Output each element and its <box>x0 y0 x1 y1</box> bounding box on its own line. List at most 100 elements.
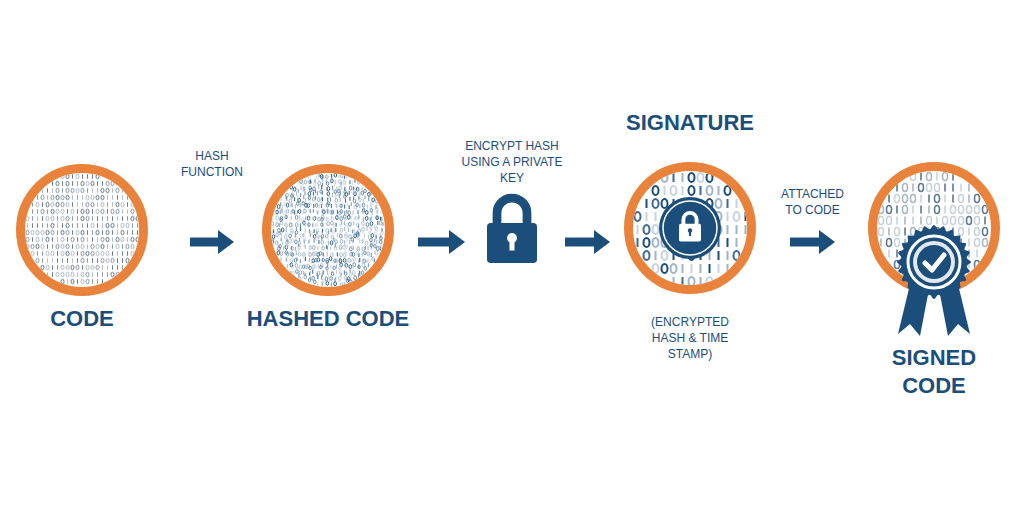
binary-digit <box>51 209 54 214</box>
binary-digit <box>126 244 129 249</box>
binary-digit <box>368 192 371 196</box>
binary-digit <box>287 239 288 243</box>
binary-digit <box>121 202 124 207</box>
binary-digit <box>655 212 657 221</box>
step-title: HASHED CODE <box>247 306 410 332</box>
binary-digit <box>888 195 890 203</box>
binary-digit <box>975 195 980 203</box>
binary-digit <box>662 251 668 260</box>
binary-digit <box>358 273 359 277</box>
binary-digit <box>303 238 305 242</box>
binary-digit <box>975 206 980 214</box>
binary-digit <box>362 209 365 213</box>
binary-digit <box>331 283 332 287</box>
binary-digit <box>97 258 98 263</box>
binary-digit <box>285 231 287 235</box>
binary-digit <box>66 202 69 207</box>
binary-digit <box>326 187 327 191</box>
binary-digit <box>292 223 293 227</box>
binary-digit <box>347 203 348 207</box>
binary-digit <box>326 228 329 232</box>
signed-code-circle: SIGNED CODE <box>868 162 1000 294</box>
binary-digit <box>362 247 365 251</box>
binary-digit <box>277 205 280 209</box>
binary-digit <box>349 205 350 209</box>
binary-digit <box>968 239 970 247</box>
binary-digit <box>77 251 78 256</box>
binary-digit <box>291 246 294 250</box>
binary-digit <box>362 221 365 225</box>
binary-digit <box>32 237 33 242</box>
binary-digit <box>122 195 123 200</box>
binary-digit <box>300 223 301 227</box>
binary-digit <box>298 224 299 228</box>
binary-digit <box>102 181 103 186</box>
binary-digit <box>321 204 322 208</box>
binary-digit <box>903 195 908 203</box>
binary-digit <box>662 199 668 208</box>
binary-digit <box>291 211 292 215</box>
binary-digit <box>325 234 328 238</box>
binary-digit <box>298 244 299 248</box>
binary-digit <box>983 228 988 236</box>
binary-digit <box>52 258 53 263</box>
binary-digit <box>944 206 946 214</box>
binary-digit <box>81 272 84 277</box>
lock-icon <box>679 213 701 242</box>
binary-digit <box>920 195 922 203</box>
binary-digit <box>341 221 342 225</box>
binary-digit <box>71 279 74 284</box>
binary-digit <box>339 231 340 235</box>
padlock-icon <box>487 196 537 258</box>
binary-digit <box>317 198 320 202</box>
binary-digit <box>36 237 39 242</box>
binary-digit <box>331 221 334 225</box>
binary-digit <box>107 195 108 200</box>
binary-digit <box>345 216 347 220</box>
binary-digit <box>286 244 288 248</box>
binary-digit <box>351 190 353 194</box>
binary-digit <box>370 208 372 212</box>
binary-digit <box>362 230 363 234</box>
binary-digit <box>736 225 738 234</box>
binary-digit <box>101 237 104 242</box>
binary-digit <box>116 209 119 214</box>
binary-digit <box>380 217 381 221</box>
circle-ground <box>271 173 385 287</box>
binary-digit <box>82 223 83 228</box>
binary-digit <box>76 188 79 193</box>
binary-digit <box>336 270 337 274</box>
binary-digit <box>327 202 329 206</box>
binary-digit <box>56 188 59 193</box>
binary-digit <box>112 188 113 193</box>
binary-digit <box>318 181 321 185</box>
binary-digit <box>52 272 53 277</box>
binary-digit <box>698 173 704 182</box>
binary-digit <box>86 251 89 256</box>
binary-digit <box>127 202 128 207</box>
binary-digit <box>331 228 332 232</box>
binary-digit <box>376 208 378 212</box>
binary-digit <box>121 230 124 235</box>
binary-digit <box>377 216 378 220</box>
binary-digit <box>97 223 98 228</box>
binary-digit <box>344 259 346 263</box>
binary-digit <box>101 244 104 249</box>
binary-texture <box>26 174 139 284</box>
binary-digit <box>91 195 94 200</box>
binary-digit <box>92 216 93 221</box>
binary-digit <box>928 195 930 203</box>
binary-digit <box>47 188 48 193</box>
binary-digit <box>81 209 84 214</box>
binary-digit <box>294 197 295 201</box>
binary-digit <box>321 218 323 222</box>
binary-digit <box>295 240 298 244</box>
binary-digit <box>127 216 128 221</box>
binary-digit <box>637 225 639 234</box>
binary-digit <box>352 230 353 234</box>
binary-digit <box>127 209 128 214</box>
binary-digit <box>718 251 720 260</box>
binary-digit <box>337 252 338 256</box>
arrow-label: ATTACHED TO CODE <box>775 186 851 218</box>
